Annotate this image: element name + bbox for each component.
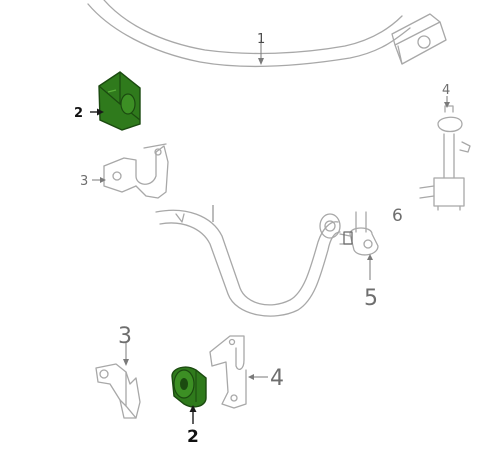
stabilizer-bar-middle bbox=[155, 205, 341, 317]
callout-5-label: 5 bbox=[364, 286, 378, 311]
clamp-bottom bbox=[209, 335, 247, 409]
callout-4-bottom-label: 4 bbox=[270, 366, 284, 391]
callout-3-bottom-leader bbox=[123, 342, 129, 366]
callout-3-top-leader bbox=[92, 177, 106, 183]
bushing-bottom-highlighted bbox=[171, 366, 207, 408]
callout-3-bottom-label: 3 bbox=[118, 324, 132, 349]
callout-2-bottom-label: 2 bbox=[187, 427, 199, 447]
stabilizer-bar-top bbox=[87, 0, 447, 68]
callout-2-top-label: 2 bbox=[74, 106, 83, 121]
stabilizer-link-top bbox=[419, 105, 471, 211]
callout-4-bottom-leader bbox=[248, 374, 268, 380]
callout-2-top-leader bbox=[90, 108, 104, 116]
bracket-bottom bbox=[95, 363, 141, 419]
callout-2-bottom-leader bbox=[189, 405, 197, 424]
callout-4-top-leader bbox=[444, 96, 450, 108]
bushing-top-highlighted bbox=[98, 71, 141, 131]
callout-1-leader bbox=[258, 40, 264, 65]
callout-6-label: 6 bbox=[392, 206, 403, 226]
callout-4-top-label: 4 bbox=[442, 83, 450, 98]
callout-3-top-label: 3 bbox=[80, 174, 88, 189]
bracket-top bbox=[103, 143, 169, 199]
stabilizer-link-middle bbox=[339, 211, 379, 256]
callout-5-leader bbox=[367, 254, 373, 280]
callout-1-label: 1 bbox=[257, 32, 265, 47]
